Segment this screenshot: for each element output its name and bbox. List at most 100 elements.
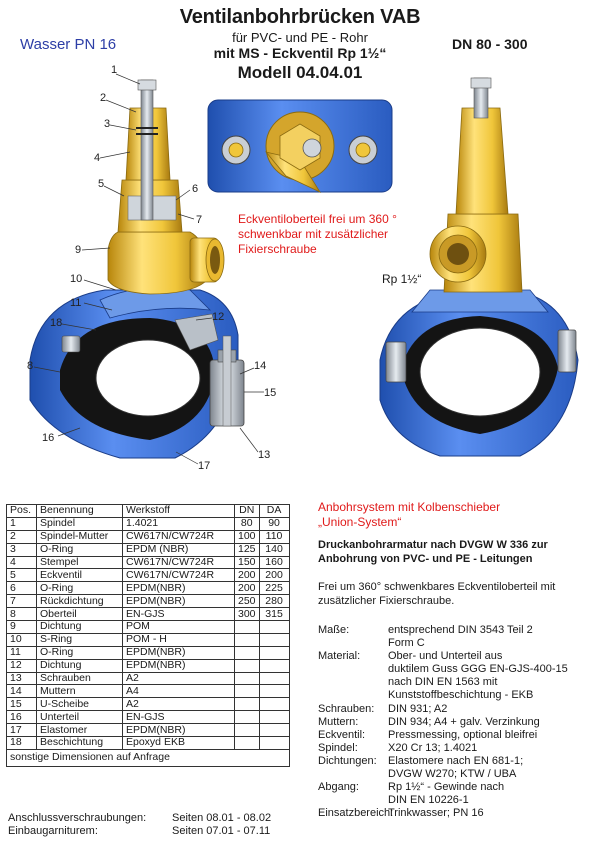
swivel-description: Frei um 360° schwenkbares Eckventilobert… bbox=[318, 580, 590, 608]
cell-pos: 4 bbox=[6, 555, 37, 570]
cell-dn bbox=[234, 736, 260, 750]
table-header-row: Pos. Benennung Werkstoff DN DA bbox=[6, 504, 290, 518]
cell-material: EPDM(NBR) bbox=[122, 658, 235, 673]
callout-10: 10 bbox=[70, 273, 82, 285]
cell-name: Beschichtung bbox=[36, 736, 123, 750]
callout-9: 9 bbox=[75, 244, 81, 256]
callout-18: 18 bbox=[50, 317, 62, 329]
cell-da bbox=[258, 658, 290, 673]
cell-da bbox=[258, 671, 290, 686]
cell-material: 1.4021 bbox=[122, 516, 235, 531]
cell-material: EN-GJS bbox=[122, 607, 235, 622]
cell-da: 160 bbox=[258, 555, 290, 570]
page-title: Ventilanbohrbrücken VAB bbox=[179, 6, 421, 28]
cell-dn: 150 bbox=[234, 555, 260, 570]
system-heading: Anbohrsystem mit Kolbenschieber „Union-S… bbox=[318, 500, 500, 530]
cell-material: EPDM(NBR) bbox=[122, 594, 235, 609]
spec-value: DVGW W270; KTW / UBA bbox=[388, 768, 517, 781]
spec-key: Schrauben: bbox=[318, 702, 375, 715]
cell-dn: 200 bbox=[234, 581, 260, 596]
cell-dn: 125 bbox=[234, 542, 260, 557]
cell-dn bbox=[234, 658, 260, 673]
cell-name: O-Ring bbox=[36, 645, 123, 660]
cell-da bbox=[258, 710, 290, 725]
cell-dn bbox=[234, 710, 260, 725]
cell-material: POM bbox=[122, 620, 235, 634]
cell-material: CW617N/CW724R bbox=[122, 568, 235, 583]
callout-13: 13 bbox=[258, 449, 270, 461]
callout-11: 11 bbox=[70, 297, 81, 309]
top-view bbox=[207, 99, 393, 193]
spec-value: Pressmessing, optional bleifrei bbox=[388, 728, 538, 741]
cell-dn: 200 bbox=[234, 568, 260, 583]
col-header-material: Werkstoff bbox=[122, 504, 235, 518]
cell-da: 90 bbox=[258, 516, 290, 531]
cell-material: EN-GJS bbox=[122, 710, 235, 725]
cell-name: Spindel-Mutter bbox=[36, 529, 123, 544]
system-heading-line1: Anbohrsystem mit Kolbenschieber bbox=[318, 500, 501, 514]
cell-da bbox=[258, 620, 290, 634]
spec-row: Maße:entsprechend DIN 3543 Teil 2 bbox=[318, 624, 598, 637]
spec-key: Eckventil: bbox=[318, 728, 366, 741]
cell-dn bbox=[234, 645, 260, 660]
cell-pos: 16 bbox=[6, 710, 37, 725]
cell-da: 280 bbox=[258, 594, 290, 609]
standard-description: Druckanbohrarmatur nach DVGW W 336 zur A… bbox=[318, 538, 590, 566]
spec-row: Material:Ober- und Unterteil aus bbox=[318, 650, 598, 663]
cell-dn bbox=[234, 684, 260, 699]
callout-2: 2 bbox=[100, 92, 106, 104]
cell-material: A4 bbox=[122, 684, 235, 699]
spec-value: X20 Cr 13; 1.4021 bbox=[388, 741, 478, 754]
cell-dn: 250 bbox=[234, 594, 260, 609]
spec-value: DIN 931; A2 bbox=[388, 702, 448, 715]
ref-pages-connections: Seiten 08.01 - 08.02 bbox=[172, 812, 272, 824]
spec-key bbox=[318, 663, 388, 676]
cell-name: Rückdichtung bbox=[36, 594, 123, 609]
cell-material: CW617N/CW724R bbox=[122, 529, 235, 544]
cell-pos: 11 bbox=[6, 645, 37, 660]
callout-8: 8 bbox=[27, 360, 33, 372]
cell-pos: 10 bbox=[6, 632, 37, 647]
cell-name: Dichtung bbox=[36, 658, 123, 673]
cell-da bbox=[258, 632, 290, 647]
product-drawings: 1 2 3 4 5 6 7 9 10 11 18 12 8 14 15 16 1… bbox=[27, 64, 579, 472]
cell-name: Spindel bbox=[36, 516, 123, 531]
swivel-line1: Frei um 360° schwenkbares Eckventilobert… bbox=[318, 581, 556, 593]
cell-dn: 80 bbox=[234, 516, 260, 531]
spec-key: Material: bbox=[318, 650, 361, 663]
cell-pos: 15 bbox=[6, 697, 37, 712]
cell-pos: 8 bbox=[6, 607, 37, 622]
cell-pos: 3 bbox=[6, 542, 37, 557]
dn-range-label: DN 80 - 300 bbox=[452, 36, 528, 52]
cell-pos: 13 bbox=[6, 671, 37, 686]
spec-row: Muttern:DIN 934; A4 + galv. Verzinkung bbox=[318, 716, 598, 729]
cell-dn bbox=[234, 671, 260, 686]
cell-pos: 9 bbox=[6, 620, 37, 634]
spec-value: duktilem Guss GGG EN-GJS-400-15 bbox=[388, 663, 568, 676]
cell-pos: 5 bbox=[6, 568, 37, 583]
spec-key: Muttern: bbox=[318, 715, 359, 728]
spec-key bbox=[318, 676, 388, 689]
spec-key bbox=[318, 768, 388, 781]
cell-name: Stempel bbox=[36, 555, 123, 570]
cell-material: CW617N/CW724R bbox=[122, 555, 235, 570]
spec-row: Einsatzbereich:Trinkwasser; PN 16 bbox=[318, 807, 598, 820]
table-footer-row: sonstige Dimensionen auf Anfrage bbox=[6, 748, 290, 767]
external-view bbox=[379, 77, 579, 457]
spec-value: Form C bbox=[388, 637, 425, 650]
spec-value: nach DIN EN 1563 mit bbox=[388, 676, 498, 689]
callout-3: 3 bbox=[104, 118, 110, 130]
swivel-note: Eckventiloberteil frei um 360 ° schwenkb… bbox=[238, 212, 397, 256]
medium-pressure-label: Wasser PN 16 bbox=[20, 36, 117, 53]
cell-name: O-Ring bbox=[36, 581, 123, 596]
cell-material: A2 bbox=[122, 697, 235, 712]
cell-material: POM - H bbox=[122, 632, 235, 647]
